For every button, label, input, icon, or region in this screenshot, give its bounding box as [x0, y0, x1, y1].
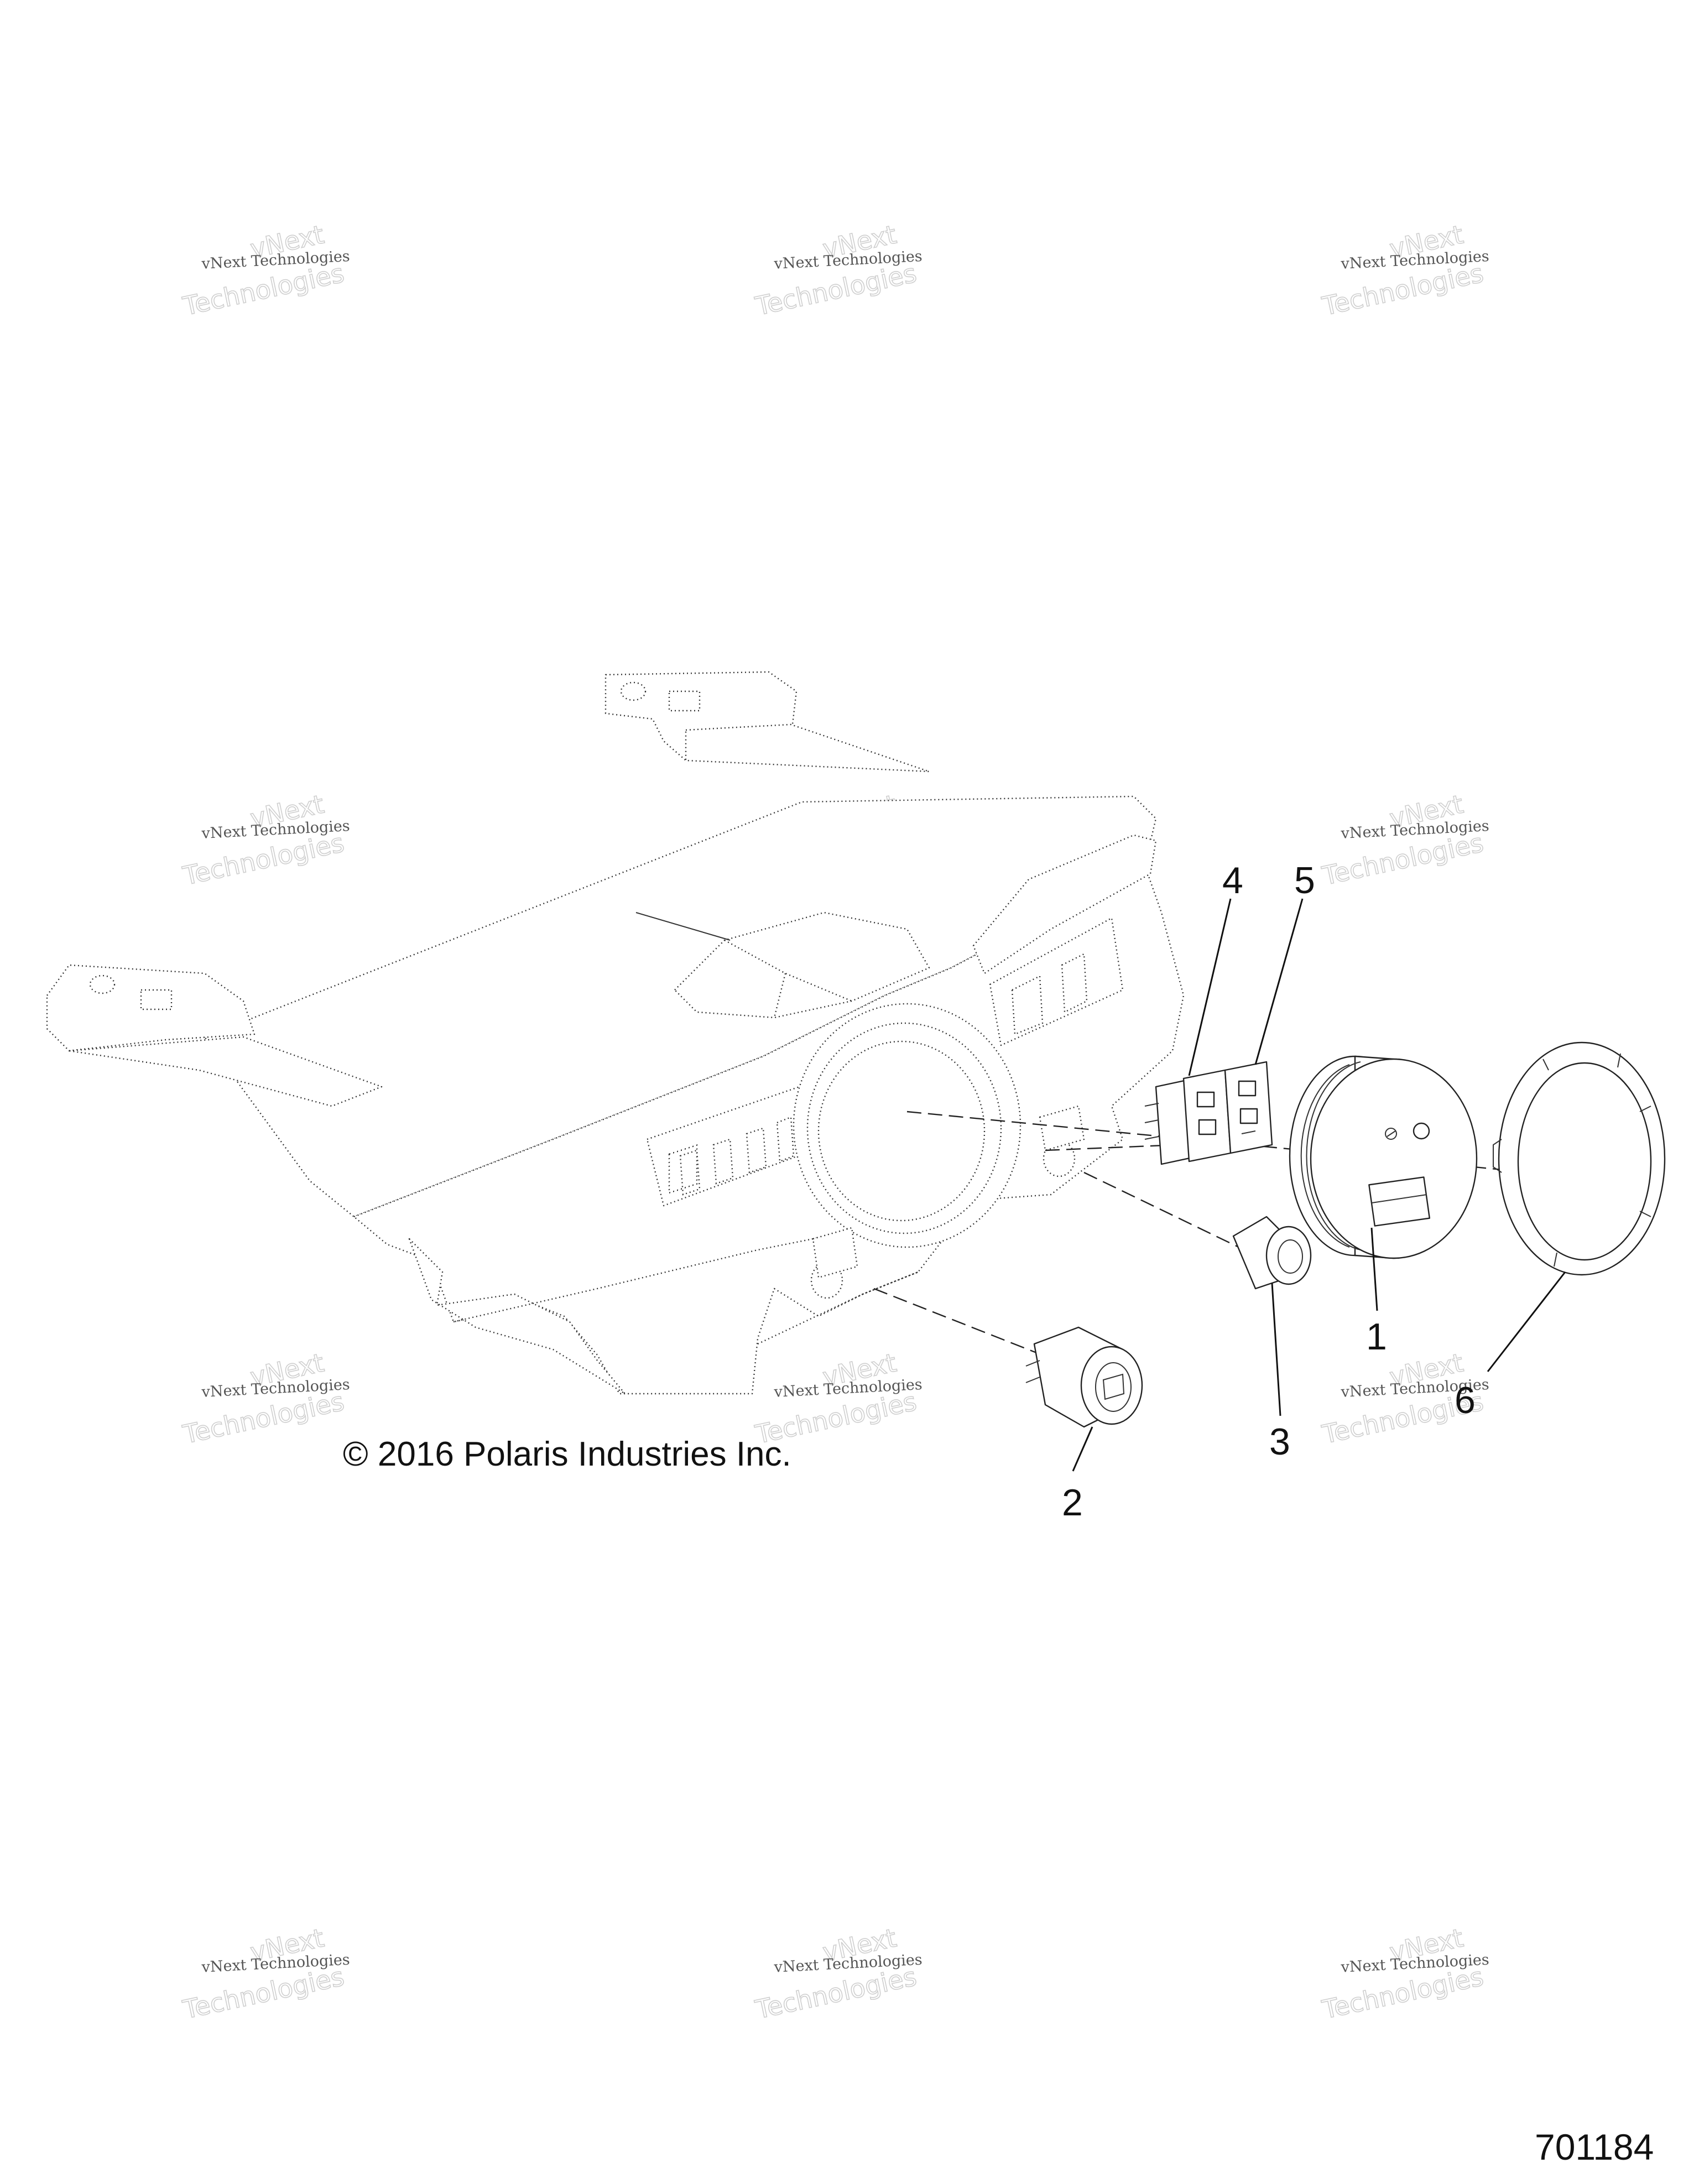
- gauge-display: [1368, 1176, 1431, 1227]
- switch-4-icon: [1198, 1119, 1217, 1135]
- part-5-switch: [1224, 1061, 1273, 1154]
- vent-slot: [1061, 953, 1088, 1013]
- switch-axis-line: [1045, 1144, 1179, 1151]
- watermark: Technologies vNext vNext Technologies: [752, 1922, 923, 2025]
- skirt-edge: [757, 1271, 919, 1345]
- right-raised-block: [972, 834, 1157, 974]
- bezel-notch: [1639, 1106, 1651, 1112]
- bezel-notch: [1617, 1053, 1621, 1068]
- gauge-mount-middle: [806, 1022, 1002, 1234]
- vent-slot: [1011, 975, 1044, 1035]
- copyright-notice: © 2016 Polaris Industries Inc.: [343, 1435, 791, 1473]
- callout-1: 1: [1366, 1316, 1387, 1358]
- part-3-power-socket: [1232, 1216, 1312, 1290]
- upper-wedge: [685, 723, 930, 773]
- callout-2: 2: [1062, 1482, 1083, 1524]
- gauge-mount-opening: [817, 1040, 986, 1222]
- bezel-inner: [1517, 1062, 1652, 1261]
- upper-tab-hole: [620, 681, 647, 701]
- socket-opening: [1278, 1239, 1303, 1274]
- switch-4-face: [1182, 1069, 1232, 1163]
- vent-slot: [746, 1127, 767, 1174]
- left-tab-hole: [89, 974, 116, 994]
- switch-cutout: [812, 1227, 858, 1279]
- watermark: Technologies vNext vNext Technologies: [180, 789, 351, 892]
- watermark: Technologies vNext vNext Technologies: [180, 1347, 351, 1450]
- socket-face: [1265, 1226, 1312, 1285]
- ignition-face: [1080, 1346, 1143, 1425]
- dashboard-top-surface: [204, 795, 1157, 1218]
- skirt-edge: [453, 1232, 841, 1323]
- callout-5: 5: [1294, 859, 1315, 901]
- callout-labels: 1 2 3 4 5 6: [1062, 859, 1476, 1524]
- socket-axis-line: [1083, 1171, 1245, 1251]
- gauge-display-divider: [1371, 1194, 1427, 1203]
- leader-5: [1254, 898, 1304, 1065]
- bezel-notch: [1542, 1059, 1549, 1071]
- right-vent-panel: [989, 917, 1124, 1046]
- bezel-notch: [1639, 1211, 1651, 1217]
- left-wedge: [68, 1036, 383, 1107]
- gauge-center-mark: [1385, 1128, 1397, 1140]
- part-1-gauge: [1289, 1055, 1478, 1259]
- leader-2: [1072, 1426, 1093, 1472]
- watermark: Technologies vNext vNext Technologies: [1319, 1922, 1490, 2025]
- watermark: Technologies vNext vNext Technologies: [1319, 219, 1490, 322]
- gauge-face: [1310, 1058, 1478, 1259]
- leader-lines: [1072, 898, 1566, 1472]
- center-raised-block: [674, 911, 930, 1019]
- callout-4: 4: [1222, 859, 1243, 901]
- leader-4: [1188, 898, 1232, 1076]
- part-2-ignition-switch: [1025, 1326, 1143, 1428]
- gauge-indicator: [1413, 1122, 1430, 1140]
- gauge-center-tick: [1387, 1130, 1396, 1137]
- ignition-terminals: [1025, 1360, 1040, 1383]
- bezel-notch: [1554, 1252, 1557, 1267]
- vent-slot: [668, 1144, 698, 1194]
- bezel-tab: [1493, 1139, 1502, 1173]
- part-4-switch: [1144, 1069, 1232, 1165]
- center-block-edge: [724, 939, 852, 1002]
- switch-5-mark: [1241, 1130, 1256, 1134]
- lower-left-wing: [408, 1238, 626, 1395]
- switch-5-icon: [1239, 1108, 1258, 1124]
- ignition-keyslot: [1102, 1373, 1125, 1400]
- ignition-cylinder: [1095, 1362, 1132, 1412]
- watermark: Technologies vNext vNext Technologies: [180, 219, 351, 322]
- dashboard-panel: [46, 671, 1185, 1395]
- watermark: Technologies vNext vNext Technologies: [1319, 789, 1490, 892]
- vent-slot: [679, 1149, 701, 1196]
- gauge-band-groove: [1306, 1061, 1361, 1250]
- watermark: Technologies vNext vNext Technologies: [752, 219, 923, 322]
- switch-4-pins: [1144, 1103, 1159, 1140]
- leader-1: [1370, 1227, 1378, 1311]
- leader-3: [1271, 1283, 1281, 1416]
- part-6-bezel: [1493, 1041, 1666, 1276]
- figure-id: 701184: [1535, 2126, 1654, 2167]
- callout-6: 6: [1455, 1379, 1476, 1421]
- switch-5-icon: [1238, 1080, 1257, 1097]
- vent-slot: [712, 1138, 734, 1185]
- reference-line: [635, 912, 731, 941]
- watermark: Technologies vNext vNext Technologies: [752, 1347, 923, 1450]
- left-mounting-tab: [46, 964, 256, 1052]
- leader-6: [1487, 1271, 1566, 1372]
- left-tab-slot: [140, 989, 173, 1010]
- vent-slot: [776, 1116, 795, 1163]
- switch-4-icon: [1196, 1091, 1215, 1108]
- gauge-band-groove: [1300, 1064, 1350, 1248]
- watermark: Technologies vNext vNext Technologies: [180, 1922, 351, 2025]
- callout-3: 3: [1269, 1421, 1290, 1463]
- upper-tab-slot: [668, 690, 701, 712]
- switch-5-face: [1224, 1061, 1273, 1154]
- switch-cutout: [1039, 1105, 1085, 1151]
